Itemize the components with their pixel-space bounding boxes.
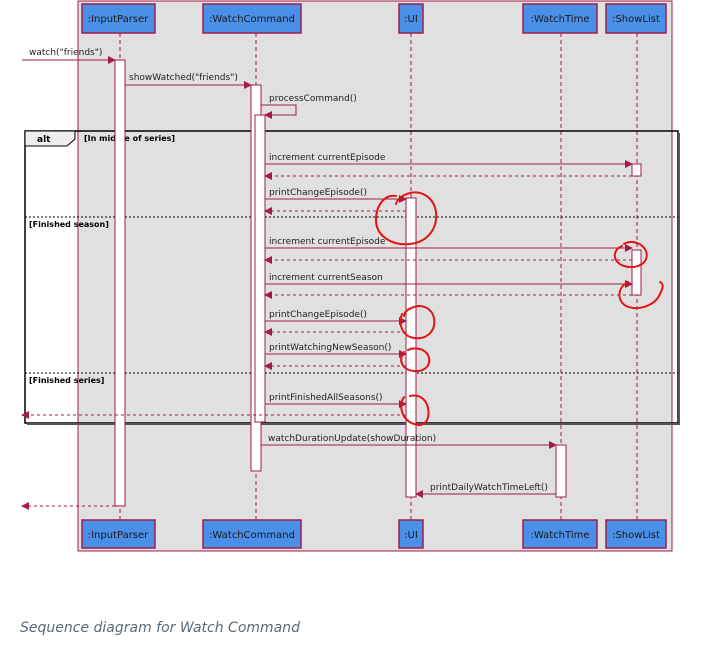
participant-ui-bottom: :UI (398, 519, 424, 549)
label-print-change-episode-2: printChangeEpisode() (269, 310, 367, 320)
diagram-frame (77, 0, 673, 552)
annotation-circle-4 (399, 305, 436, 340)
participant-watchtime-bottom: :WatchTime (522, 519, 598, 549)
annotation-circle-3 (618, 281, 664, 310)
participants-top: :InputParser :WatchCommand :UI :WatchTim… (81, 3, 667, 34)
annotation-circle-2 (613, 241, 648, 268)
diagram-caption: Sequence diagram for Watch Command (20, 620, 300, 636)
participant-watchtime-top: :WatchTime (522, 3, 598, 34)
participant-inputparser-bottom: :InputParser (81, 519, 156, 549)
sequence-diagram: alt [In middle of series] [Finished seas… (21, 0, 680, 552)
label-increment-season: increment currentSeason (269, 273, 383, 283)
participant-label: :InputParser (88, 14, 149, 25)
participant-showlist-bottom: :ShowList (605, 519, 667, 549)
activation-showlist-2 (631, 249, 642, 296)
activation-showlist-1 (631, 163, 642, 177)
participant-label: :ShowList (612, 14, 660, 25)
label-print-watching-new-season: printWatchingNewSeason() (269, 343, 391, 353)
annotation-circle-5 (400, 347, 431, 373)
alt-operator-label: alt (37, 135, 51, 145)
guard-in-middle-of-series: [In middle of series] (84, 134, 175, 143)
messages (21, 56, 633, 510)
annotation-circle-1 (374, 191, 438, 246)
participant-inputparser-top: :InputParser (81, 3, 156, 34)
activation-inputparser (114, 59, 126, 507)
label-print-finished-all-seasons: printFinishedAllSeasons() (269, 393, 383, 403)
label-increment-episode-2: increment currentEpisode (269, 237, 386, 247)
participant-label: :WatchCommand (209, 530, 295, 541)
participant-showlist-top: :ShowList (605, 3, 667, 34)
red-annotations (374, 191, 664, 426)
label-print-change-episode-1: printChangeEpisode() (269, 188, 367, 198)
arrow-process-command (261, 104, 297, 119)
participant-label: :ShowList (612, 530, 660, 541)
label-show-watched: showWatched("friends") (129, 73, 238, 83)
annotation-circle-6 (400, 394, 430, 426)
activation-watchcommand-2 (254, 114, 266, 423)
guard-finished-season: [Finished season] (29, 220, 109, 229)
guard-finished-series: [Finished series] (29, 376, 104, 385)
participants-bottom: :InputParser :WatchCommand :UI :WatchTim… (81, 519, 667, 549)
participant-ui-top: :UI (398, 3, 424, 34)
label-print-daily-watch-time-left: printDailyWatchTimeLeft() (430, 483, 548, 493)
label-watch: watch("friends") (29, 48, 102, 58)
label-watch-duration-update: watchDurationUpdate(showDuration) (268, 434, 436, 444)
label-process-command: processCommand() (269, 94, 357, 104)
participant-label: :UI (404, 14, 418, 25)
participant-label: :InputParser (88, 530, 149, 541)
participant-label: :WatchTime (531, 530, 590, 541)
participant-label: :WatchCommand (209, 14, 295, 25)
participant-label: :UI (404, 530, 418, 541)
activations (114, 59, 642, 507)
message-labels: watch("friends") showWatched("friends") … (29, 48, 548, 493)
participant-watchcommand-top: :WatchCommand (202, 3, 302, 34)
activation-watchtime (555, 444, 567, 498)
alt-fragment: alt [In middle of series] [Finished seas… (24, 130, 680, 425)
participant-label: :WatchTime (531, 14, 590, 25)
participant-watchcommand-bottom: :WatchCommand (202, 519, 302, 549)
label-increment-episode-1: increment currentEpisode (269, 153, 386, 163)
